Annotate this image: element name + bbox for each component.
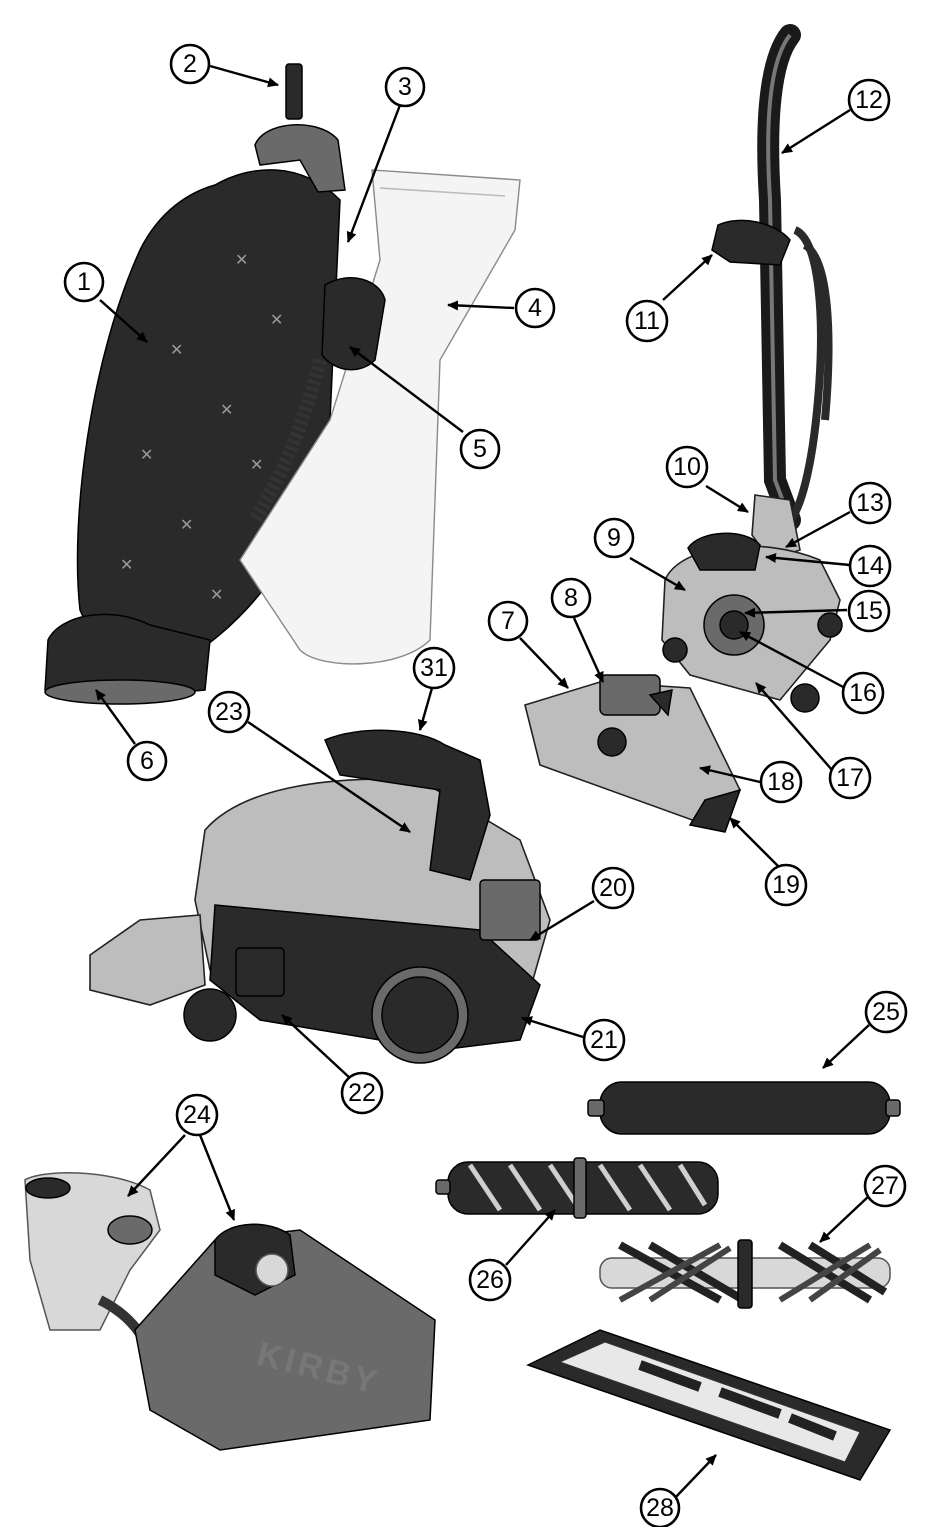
callout-label-5: 5 — [473, 435, 487, 463]
callout-8: 8 — [552, 579, 590, 617]
callout-label-12: 12 — [855, 86, 883, 114]
callout-label-28: 28 — [646, 1494, 674, 1522]
brush-roll-25-illustration — [588, 1082, 900, 1134]
motor-housing-illustration — [662, 533, 842, 712]
callout-10: 10 — [667, 447, 707, 487]
callout-label-13: 13 — [856, 489, 884, 517]
leader-line-7 — [520, 638, 568, 688]
callout-label-6: 6 — [140, 747, 154, 775]
callout-20: 20 — [593, 868, 633, 908]
leader-line-21 — [522, 1018, 583, 1037]
svg-text:✕: ✕ — [140, 445, 153, 464]
callout-5: 5 — [461, 430, 499, 468]
callout-16: 16 — [843, 673, 883, 713]
callout-label-11: 11 — [634, 307, 660, 335]
shampooer-attachment-illustration: KIRBY — [25, 1173, 435, 1450]
svg-text:✕: ✕ — [170, 340, 183, 359]
svg-text:✕: ✕ — [210, 585, 223, 604]
callout-23: 23 — [209, 692, 249, 732]
svg-text:✕: ✕ — [180, 515, 193, 534]
svg-text:✕: ✕ — [270, 310, 283, 329]
callout-2: 2 — [171, 45, 209, 83]
callout-label-4: 4 — [528, 294, 542, 322]
leader-line-12 — [782, 110, 850, 153]
handle-assembly-illustration — [712, 35, 828, 560]
callout-label-9: 9 — [607, 524, 621, 552]
callout-label-3: 3 — [398, 73, 412, 101]
callout-21: 21 — [584, 1020, 624, 1060]
callout-22: 22 — [342, 1073, 382, 1113]
callout-label-10: 10 — [673, 453, 701, 481]
callout-label-25: 25 — [872, 998, 900, 1026]
leader-line-28 — [673, 1455, 716, 1500]
callout-28: 28 — [641, 1489, 679, 1527]
callout-label-2: 2 — [183, 50, 197, 78]
callout-26: 26 — [470, 1260, 510, 1300]
brush-roll-26-illustration — [436, 1158, 718, 1218]
main-motor-unit-illustration — [90, 730, 550, 1063]
svg-text:✕: ✕ — [220, 400, 233, 419]
callout-label-19: 19 — [772, 871, 800, 899]
brush-roll-27-illustration — [600, 1240, 890, 1308]
callout-label-16: 16 — [849, 679, 877, 707]
callout-13: 13 — [850, 483, 890, 523]
callout-label-27: 27 — [871, 1172, 899, 1200]
callout-3: 3 — [386, 68, 424, 106]
callout-label-7: 7 — [501, 607, 515, 635]
callout-label-23: 23 — [215, 698, 243, 726]
leader-line-27 — [820, 1195, 870, 1242]
callout-label-31: 31 — [420, 654, 448, 682]
svg-text:✕: ✕ — [235, 250, 248, 269]
leader-line-10 — [706, 486, 748, 512]
callout-label-22: 22 — [348, 1079, 376, 1107]
callout-label-8: 8 — [564, 584, 578, 612]
callout-31: 31 — [414, 648, 454, 688]
callout-17: 17 — [830, 758, 870, 798]
leader-line-24a — [128, 1135, 185, 1196]
callout-7: 7 — [489, 602, 527, 640]
callout-12: 12 — [849, 80, 889, 120]
leader-line-11 — [663, 255, 712, 300]
callout-1: 1 — [65, 263, 103, 301]
callout-label-1: 1 — [77, 268, 91, 296]
leader-line-8 — [574, 618, 603, 682]
callout-27: 27 — [865, 1166, 905, 1206]
callout-label-17: 17 — [836, 764, 864, 792]
callout-18: 18 — [761, 762, 801, 802]
leader-line-31 — [420, 688, 432, 730]
callout-label-18: 18 — [767, 768, 795, 796]
callout-label-15: 15 — [855, 597, 883, 625]
leader-line-19 — [730, 818, 778, 866]
leader-line-25 — [823, 1025, 869, 1068]
callout-11: 11 — [627, 301, 667, 341]
callout-4: 4 — [516, 289, 554, 327]
callout-label-21: 21 — [590, 1026, 618, 1054]
callout-label-20: 20 — [599, 874, 627, 902]
leader-line-24b — [200, 1135, 234, 1220]
callout-19: 19 — [766, 865, 806, 905]
callout-14: 14 — [850, 546, 890, 586]
callout-9: 9 — [595, 519, 633, 557]
callout-label-26: 26 — [476, 1266, 504, 1294]
leader-line-2 — [210, 66, 278, 85]
callout-label-14: 14 — [856, 552, 884, 580]
svg-text:✕: ✕ — [120, 555, 133, 574]
bottom-plate-illustration — [528, 1330, 890, 1480]
leader-line-26 — [506, 1210, 555, 1265]
callout-label-24: 24 — [183, 1101, 211, 1129]
callout-24: 24 — [177, 1095, 217, 1135]
rug-nozzle-illustration — [525, 675, 740, 832]
callout-6: 6 — [128, 742, 166, 780]
callout-15: 15 — [849, 591, 889, 631]
svg-text:✕: ✕ — [250, 455, 263, 474]
callout-25: 25 — [866, 992, 906, 1032]
